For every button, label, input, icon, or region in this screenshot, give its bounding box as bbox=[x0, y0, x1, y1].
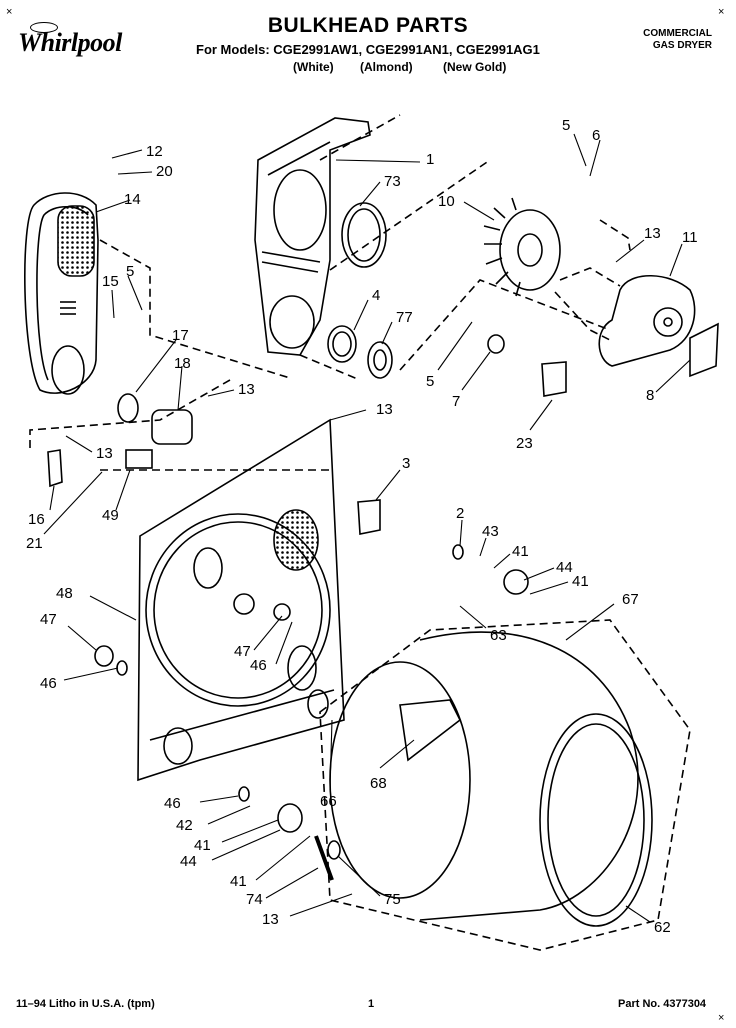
callout-4: 4 bbox=[372, 287, 380, 304]
callout-13-right: 13 bbox=[644, 225, 661, 242]
roller-44b bbox=[277, 803, 303, 833]
callout-62: 62 bbox=[654, 919, 671, 936]
washer-46 bbox=[116, 660, 128, 676]
whirlpool-logo-swirl-icon bbox=[30, 22, 58, 33]
callout-23: 23 bbox=[516, 435, 533, 452]
clip-3 bbox=[357, 499, 381, 535]
callout-5-mid: 5 bbox=[426, 373, 434, 390]
corner-mark-top-left: × bbox=[6, 6, 13, 18]
callout-68: 68 bbox=[370, 775, 387, 792]
callout-2: 2 bbox=[456, 505, 464, 522]
seal-77 bbox=[367, 341, 393, 379]
models-line: For Models: CGE2991AW1, CGE2991AN1, CGE2… bbox=[196, 42, 540, 57]
callout-46-left: 46 bbox=[40, 675, 57, 692]
callout-41-c: 41 bbox=[194, 837, 211, 854]
color-new-gold: (New Gold) bbox=[443, 60, 507, 74]
bearing-47 bbox=[94, 645, 114, 667]
callout-49: 49 bbox=[102, 507, 119, 524]
page-number: 1 bbox=[368, 998, 375, 1010]
callout-10: 10 bbox=[438, 193, 455, 210]
seal-4 bbox=[327, 325, 357, 363]
drum-baffle-68 bbox=[399, 699, 462, 762]
callout-13-left: 13 bbox=[96, 445, 113, 462]
callout-16: 16 bbox=[28, 511, 45, 528]
thermistor-17 bbox=[117, 393, 139, 423]
washer-46c bbox=[238, 786, 250, 802]
product-line-1: COMMERCIAL bbox=[643, 28, 712, 39]
callout-5-left: 5 bbox=[126, 263, 134, 280]
product-line-2: GAS DRYER bbox=[652, 40, 712, 51]
callout-41-b: 41 bbox=[572, 573, 589, 590]
clip-23 bbox=[541, 361, 567, 397]
callout-7: 7 bbox=[452, 393, 460, 410]
blower-housing bbox=[598, 274, 696, 367]
callout-1: 1 bbox=[426, 151, 434, 168]
roller-shaft-74 bbox=[314, 835, 334, 881]
blower-wheel bbox=[483, 197, 561, 297]
callout-47-left: 47 bbox=[40, 611, 57, 628]
page-title: BULKHEAD PARTS bbox=[267, 14, 469, 37]
callout-63: 63 bbox=[490, 627, 507, 644]
color-white: (White) bbox=[293, 60, 334, 74]
bracket-16 bbox=[47, 449, 63, 488]
corner-mark-top-right: × bbox=[718, 6, 725, 18]
corner-mark-bottom-right: × bbox=[718, 1012, 725, 1024]
callout-13-center: 13 bbox=[376, 401, 393, 418]
callout-47-center: 47 bbox=[234, 643, 251, 660]
callout-11: 11 bbox=[682, 229, 698, 246]
callout-44-b: 44 bbox=[180, 853, 197, 870]
callout-66: 66 bbox=[320, 793, 337, 810]
callout-21: 21 bbox=[26, 535, 43, 552]
callout-13-upper: 13 bbox=[238, 381, 255, 398]
callout-46-center: 46 bbox=[250, 657, 267, 674]
color-almond: (Almond) bbox=[360, 60, 413, 74]
callout-15: 15 bbox=[102, 273, 119, 290]
callout-41-a: 41 bbox=[512, 543, 529, 560]
washer-2 bbox=[452, 544, 464, 560]
callout-46-bottom: 46 bbox=[164, 795, 181, 812]
callout-74: 74 bbox=[246, 891, 263, 908]
callout-8: 8 bbox=[646, 387, 654, 404]
callout-75: 75 bbox=[384, 891, 401, 908]
callout-41-d: 41 bbox=[230, 873, 247, 890]
callout-73: 73 bbox=[384, 173, 401, 190]
callout-3: 3 bbox=[402, 455, 410, 472]
callout-12: 12 bbox=[146, 143, 163, 160]
duct-seal-73 bbox=[341, 202, 387, 268]
callout-42: 42 bbox=[176, 817, 193, 834]
callout-13-bottom: 13 bbox=[262, 911, 279, 928]
callout-20: 20 bbox=[156, 163, 173, 180]
part-number: Part No. 4377304 bbox=[618, 998, 707, 1010]
callout-5-top: 5 bbox=[562, 117, 570, 134]
front-bulkhead-lower bbox=[137, 418, 345, 782]
label-8 bbox=[689, 322, 719, 378]
callout-17: 17 bbox=[172, 327, 189, 344]
thermostat-18 bbox=[151, 409, 193, 445]
lint-duct-housing bbox=[24, 192, 99, 395]
callout-44-a: 44 bbox=[556, 559, 573, 576]
product-type: COMMERCIAL GAS DRYER bbox=[643, 28, 712, 52]
thermostat-7 bbox=[487, 334, 505, 354]
switch-49 bbox=[125, 449, 153, 469]
callout-6: 6 bbox=[592, 127, 600, 144]
roller-44 bbox=[503, 569, 529, 595]
callout-18: 18 bbox=[174, 355, 191, 372]
callout-67: 67 bbox=[622, 591, 639, 608]
callout-14: 14 bbox=[124, 191, 141, 208]
front-bulkhead-upper bbox=[254, 117, 371, 356]
litho-note: 11–94 Litho in U.S.A. (tpm) bbox=[16, 998, 155, 1010]
callout-43: 43 bbox=[482, 523, 499, 540]
callout-77: 77 bbox=[396, 309, 413, 326]
brand-logo: Whirlpool bbox=[18, 28, 122, 57]
washer-75 bbox=[327, 840, 341, 860]
callout-48: 48 bbox=[56, 585, 73, 602]
